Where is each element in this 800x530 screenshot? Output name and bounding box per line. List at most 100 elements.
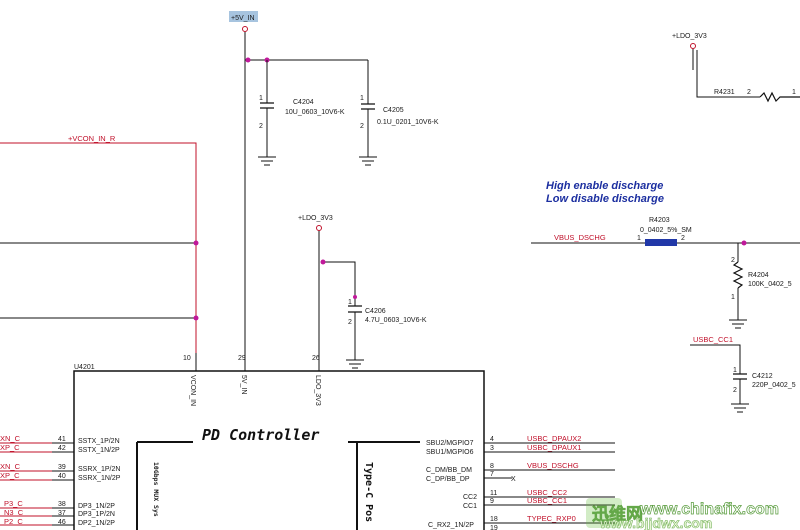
pin-name: DP3_1P/2N [78,511,115,518]
net-label-vcon: +VCON_IN_R [68,134,116,143]
net-5v-in: +5V_IN [229,11,368,353]
pin-number: 2 [259,123,263,130]
c4206-ref: C4206 [365,308,386,315]
net-ldo-mid: +LDO_3V3 1 2 C4206 4.7U_0603_10V6-K [298,215,427,369]
pin-number: 26 [312,355,320,362]
net-label-ldo-top: +LDO_3V3 [672,33,707,40]
pin-name: C_DM/BB_DM [426,467,472,474]
ic-sublabel-left: 10Gbps MUX Sys [152,462,160,517]
pin-number: 1 [733,367,737,374]
pin-number: 39 [58,464,66,471]
r4231-ref: R4231 [714,89,735,96]
net-ldo-top: +LDO_3V3 R4231 2 1 [672,33,800,103]
pin-number: 1 [348,299,352,306]
pin-number: 19 [490,525,498,530]
pin-name: CC2 [463,494,477,501]
net-label: N3_C [4,508,24,517]
pin-name: C_DP/BB_DP [426,476,470,483]
pin-number: 29 [238,355,246,362]
pin-number: 1 [259,95,263,102]
c4212-value: 220P_0402_5 [752,382,796,389]
net-label: XN_C [0,434,21,443]
pin-number: 7 [490,471,494,478]
pin-name: C_RX2_1N/2P [428,522,474,529]
pin-number: 2 [348,319,352,326]
pin-name: CC1 [463,503,477,510]
watermark-brand: 迅维网 [592,504,643,524]
r4203-body [645,239,677,246]
watermark: 迅维网 www.chinafix.com www.bjjdwx.com [586,498,779,530]
capacitor-c4204: 1 2 C4204 10U_0603_10V6-K [258,60,345,166]
net-label-usbc-cc1: USBC_CC1 [693,335,733,344]
net-label-5v-in: +5V_IN [231,15,255,22]
net-label: XP_C [0,471,20,480]
pin-name: VCON_IN [189,375,196,406]
pin-number: 1 [792,89,796,96]
pin-number: 18 [490,516,498,523]
pin-name: SBU1/MGPIO6 [426,449,474,456]
pin-number: 1 [637,235,641,242]
power-port-ldo [690,43,696,49]
annotation-line-2: Low disable discharge [546,193,664,205]
ic-left-pins: XN_C XP_C XN_C XP_C P3_C N3_C P2_C 41 42… [0,434,121,527]
junction-dot [193,315,199,321]
watermark-url: www.chinafix.com [639,501,779,518]
c4204-value: 10U_0603_10V6-K [285,109,345,116]
c4205-value: 0.1U_0201_10V6-K [377,119,439,126]
net-label: VBUS_DSCHG [527,461,579,470]
resistor-r4204: 2 1 R4204 100K_0402_5 [729,243,792,329]
pin-name: SSRX_1N/2P [78,475,121,482]
c4212-ref: C4212 [752,373,773,380]
no-connect-mark: X [511,476,516,483]
pin-number: 1 [360,95,364,102]
pin-number: 41 [58,436,66,443]
pin-number: 37 [58,510,66,517]
pin-number: 11 [490,490,497,497]
pin-number: 2 [731,257,735,264]
pin-name: SSTX_1P/2N [78,438,120,445]
net-vcon: +VCON_IN_R [0,134,199,353]
discharge-note: High enable discharge Low disable discha… [546,180,664,205]
watermark-url-2: www.bjjdwx.com [599,515,712,530]
pin-number: 46 [58,519,66,526]
pin-number: 4 [490,436,494,443]
pin-number: 2 [360,123,364,130]
net-label-vbus-dschg: VBUS_DSCHG [554,233,606,242]
net-label: P2_C [4,517,23,526]
capacitor-c4212: USBC_CC1 1 2 C4212 220P_0402_5 [690,335,796,413]
net-label: USBC_DPAUX2 [527,434,581,443]
resistor-r4203: R4203 0_0402_5%_SM VBUS_DSCHG 1 2 [531,217,800,246]
power-port-5v [242,26,248,32]
pin-number: 9 [490,498,494,505]
junction-dot [741,240,747,246]
pin-name: SSRX_1P/2N [78,466,120,473]
pin-name: LDO_3V3 [314,375,321,406]
junction-dot [193,240,199,246]
net-label: XN_C [0,462,21,471]
net-label: P3_C [4,499,23,508]
pin-number: 42 [58,445,66,452]
r4203-ref: R4203 [649,217,670,224]
capacitor-c4205: 1 2 C4205 0.1U_0201_10V6-K [359,60,439,166]
net-label-highlight [229,11,258,22]
pin-number: 2 [681,235,685,242]
c4205-ref: C4205 [383,107,404,114]
pin-name: 5V_IN [240,375,247,394]
junction-dot [320,259,326,265]
pin-name: DP2_1N/2P [78,520,115,527]
pin-name: SBU2/MGPIO7 [426,440,474,447]
r4203-value: 0_0402_5%_SM [640,227,692,234]
pin-name: SSTX_1N/2P [78,447,120,454]
pin-number: 2 [747,89,751,96]
junction-dot [353,295,357,299]
net-label: XP_C [0,443,20,452]
junction-dot [245,57,251,63]
c4204-ref: C4204 [293,99,314,106]
pin-name: DP3_1N/2P [78,503,115,510]
net-label: TYPEC_RXP0 [527,514,576,523]
pin-number: 2 [733,387,737,394]
pin-number: 3 [490,445,494,452]
net-label-ldo-mid: +LDO_3V3 [298,215,333,222]
annotation-line-1: High enable discharge [546,180,663,192]
